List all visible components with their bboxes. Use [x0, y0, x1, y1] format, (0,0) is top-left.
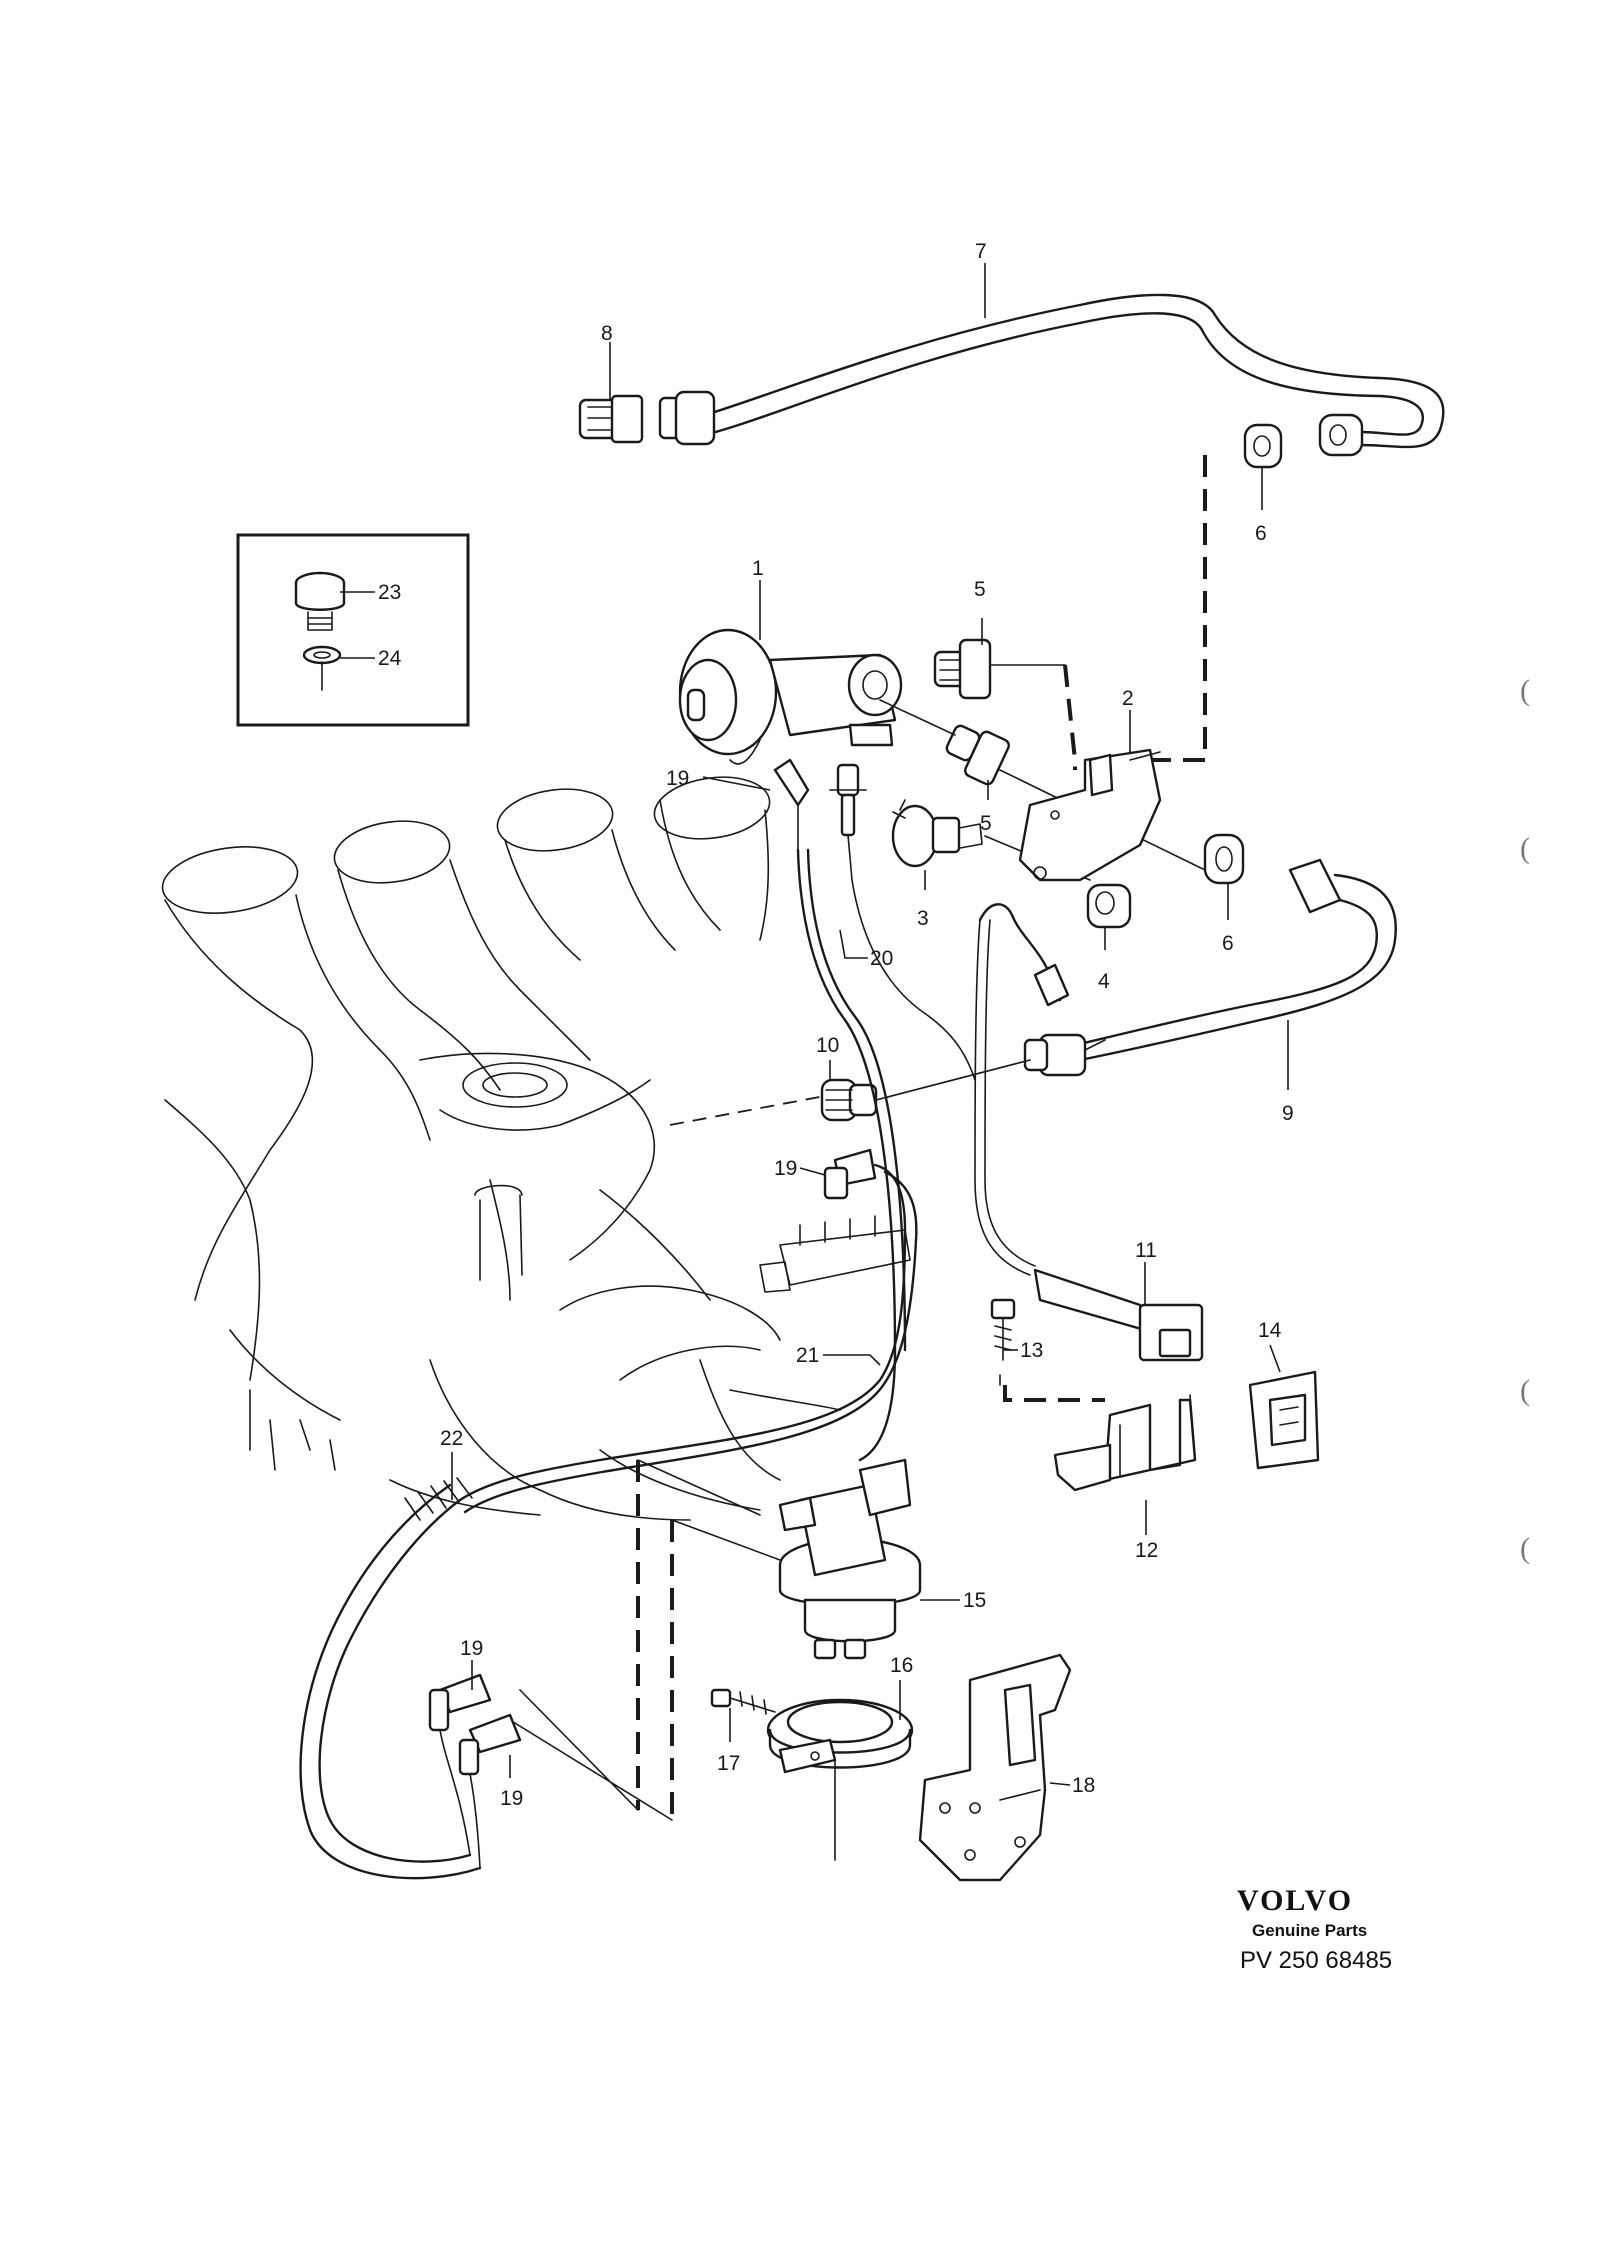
- volvo-logo: VOLVO: [1237, 1884, 1353, 1917]
- bracket-12: [1053, 1394, 1197, 1492]
- union-8: [578, 390, 716, 446]
- sensor-5-upper: [933, 638, 1066, 700]
- callout-4: 4: [1098, 970, 1110, 993]
- margin-mark: (: [1520, 674, 1530, 707]
- callout-14: 14: [1258, 1319, 1282, 1342]
- engine-manifold-outline: [161, 776, 911, 1521]
- callout-21: 21: [796, 1344, 819, 1367]
- callout-2: 2: [1122, 687, 1134, 710]
- fitting-10: [820, 1059, 1031, 1122]
- callout-17: 17: [717, 1752, 740, 1775]
- connection-dashed-lines: [509, 455, 1207, 1821]
- screw-17: [710, 1688, 776, 1715]
- callout-16: 16: [890, 1654, 913, 1677]
- callout-9: 9: [1282, 1102, 1294, 1125]
- callout-1: 1: [752, 557, 764, 580]
- margin-mark: (: [1520, 1532, 1530, 1565]
- brand-block: VOLVO Genuine Parts PV 250 68485: [1237, 1884, 1392, 1974]
- sensor-5-lower: [879, 699, 1206, 871]
- callout-24: 24: [378, 647, 402, 670]
- callout-10: 10: [816, 1034, 839, 1057]
- callout-19-lower-b: 19: [500, 1787, 523, 1810]
- callout-15: 15: [963, 1589, 986, 1612]
- bracket-2: [1018, 748, 1162, 882]
- callout-6-upper: 6: [1255, 522, 1267, 545]
- connector-11: [1033, 1268, 1204, 1362]
- margin-mark: (: [1520, 1374, 1530, 1407]
- egr-valve-1: [678, 628, 903, 765]
- clamp-16: [766, 1698, 914, 1861]
- hoses-and-wires: [299, 758, 1070, 1880]
- sensor-3: [891, 799, 1091, 881]
- callout-18: 18: [1072, 1774, 1095, 1797]
- callout-20: 20: [870, 947, 893, 970]
- callout-22: 22: [440, 1427, 463, 1450]
- inset-box: [236, 533, 470, 727]
- bracket-18: [918, 1653, 1072, 1882]
- margin-marks: ( ( ( (: [1520, 674, 1530, 1565]
- callout-13: 13: [1020, 1339, 1043, 1362]
- leader-lines: [340, 263, 1289, 1786]
- pipe-7: [693, 293, 1445, 449]
- callout-7: 7: [975, 240, 987, 263]
- valve-15: [778, 1458, 922, 1660]
- callout-5-upper: 5: [974, 578, 986, 601]
- callout-3: 3: [917, 907, 929, 930]
- screw-13: [990, 1298, 1016, 1361]
- callout-8: 8: [601, 322, 613, 345]
- callout-23: 23: [378, 581, 401, 604]
- nut-6-upper: [1243, 413, 1364, 469]
- callout-19-upper: 19: [666, 767, 689, 790]
- callout-12: 12: [1135, 1539, 1158, 1562]
- pipe-9: [1023, 858, 1397, 1077]
- callout-labels: 7 8 1 5 2 5 3 4 6 6 9 10 19 20 19 21 22 …: [378, 240, 1294, 1810]
- nut-4: [1086, 883, 1132, 929]
- callout-6-lower: 6: [1222, 932, 1234, 955]
- callout-19-middle: 19: [774, 1157, 797, 1180]
- diagram-code: PV 250 68485: [1240, 1947, 1392, 1974]
- margin-mark: (: [1520, 832, 1530, 865]
- genuine-parts-text: Genuine Parts: [1252, 1921, 1367, 1940]
- clip-14: [1248, 1370, 1320, 1470]
- callout-11: 11: [1135, 1239, 1157, 1262]
- nut-6-lower: [1203, 833, 1245, 885]
- callout-5-lower: 5: [980, 812, 992, 835]
- callout-19-lower-a: 19: [460, 1637, 483, 1660]
